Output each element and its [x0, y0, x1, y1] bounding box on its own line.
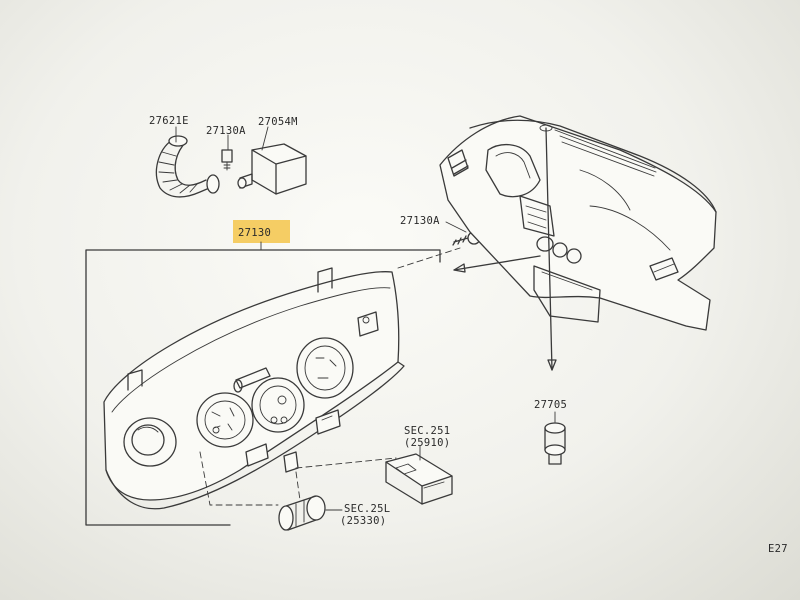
- label-sensor: 27705: [534, 399, 567, 411]
- heater-duct-hose: [155, 135, 220, 198]
- resistor-unit: [237, 143, 307, 195]
- label-sec-bulb-ref: (25330): [340, 515, 386, 527]
- label-sec-bulb-title: SEC.25L: [344, 503, 390, 515]
- bulb-part: [278, 495, 326, 531]
- switch-part: [385, 453, 453, 505]
- label-screw-dash: 27130A: [400, 215, 440, 227]
- ac-control-panel: [103, 267, 405, 510]
- label-sec-switch-title: SEC.251: [404, 425, 450, 437]
- assembly-boundary: [85, 249, 441, 526]
- label-sec-switch-ref: (25910): [404, 437, 450, 449]
- label-heater-duct: 27621E: [149, 115, 189, 127]
- screw-dash-line: [397, 247, 461, 269]
- screw-upper: [221, 149, 233, 171]
- label-resistor: 27054M: [258, 116, 298, 128]
- sensor-arrow: [545, 127, 553, 371]
- label-screw-upper: 27130A: [206, 125, 246, 137]
- bulb-dash-line: [295, 471, 301, 501]
- label-control-assy: 27130: [238, 227, 271, 239]
- instrument-panel: [439, 115, 717, 331]
- label-corner-code: E27: [768, 543, 788, 555]
- sensor-part: [544, 422, 566, 465]
- panel-arrow: [453, 255, 541, 271]
- part-number-highlight: [233, 220, 290, 243]
- switch-dash-line: [295, 457, 397, 469]
